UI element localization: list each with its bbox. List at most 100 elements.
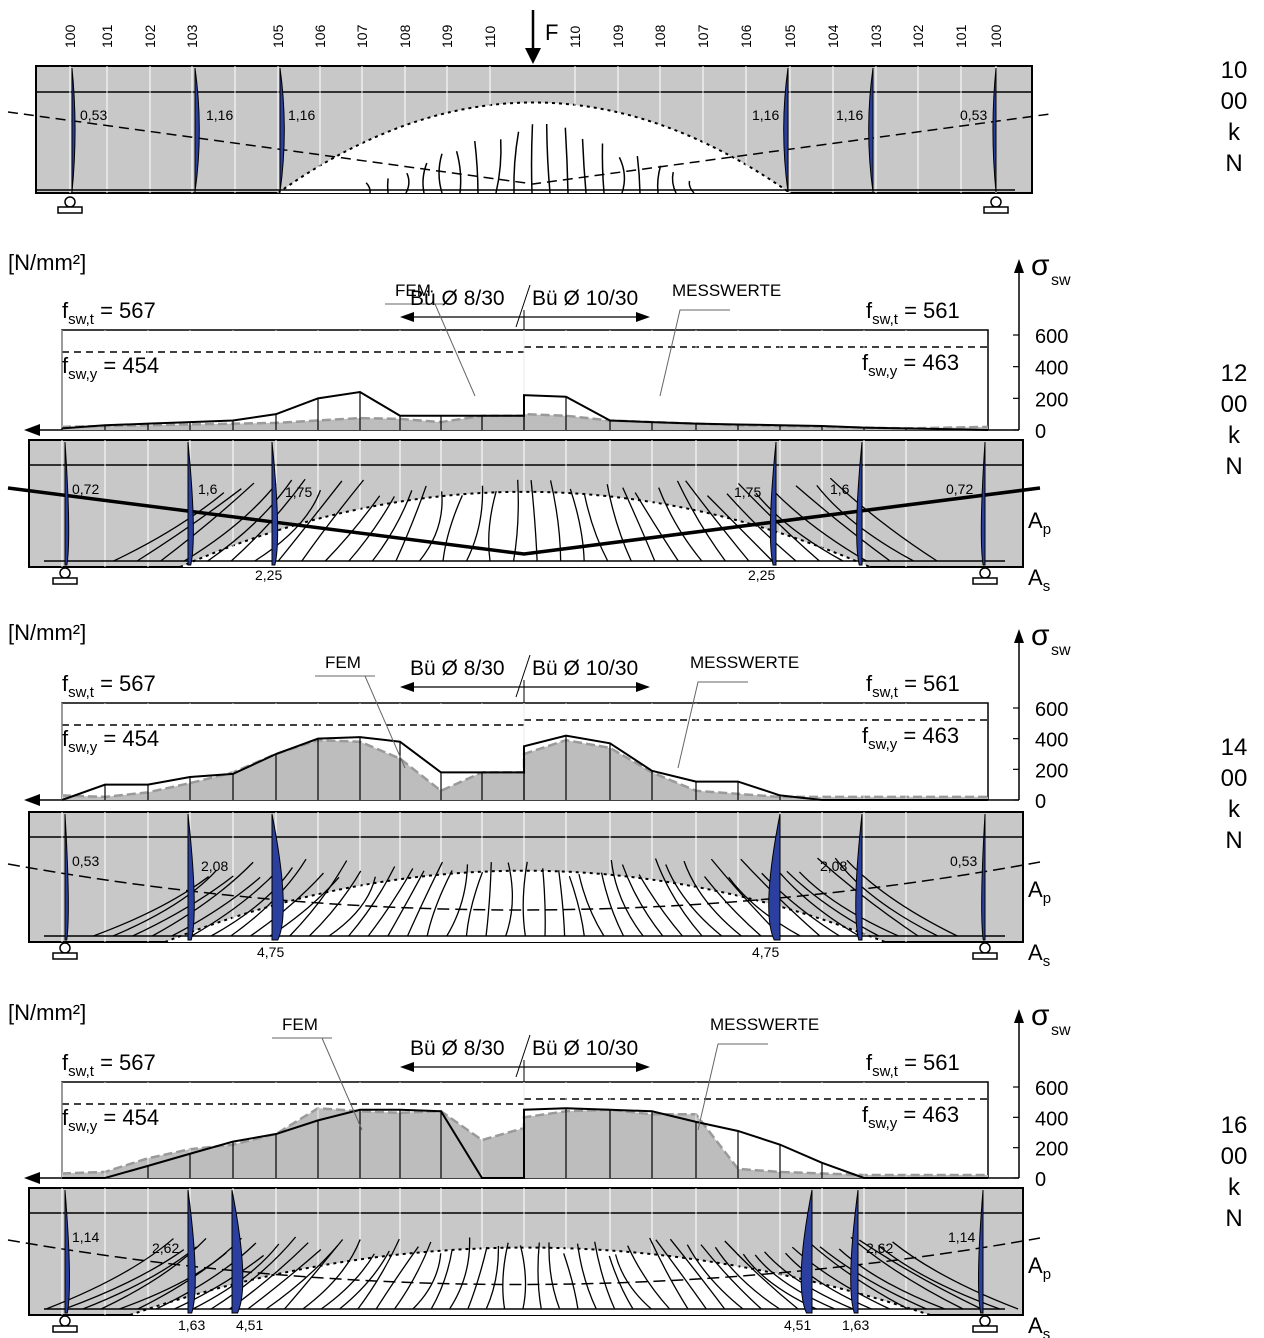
crack-line — [302, 1239, 361, 1310]
crack-line — [791, 1246, 890, 1310]
crack-line — [406, 861, 443, 937]
crack-line — [819, 1246, 927, 1310]
crack-line — [277, 480, 343, 562]
strain-distribution — [64, 441, 70, 566]
load-label-line: N — [1225, 1205, 1243, 1232]
crack-line — [656, 165, 662, 194]
crack-line — [171, 876, 261, 937]
load-label-line: 10 — [1220, 57, 1248, 84]
sigma-symbol: σ — [1031, 619, 1050, 652]
crack-line — [649, 1237, 689, 1310]
strain-label: 2,08 — [201, 858, 228, 874]
strain-label: 0,53 — [960, 107, 987, 123]
strain-distribution — [64, 1189, 70, 1314]
sigma-symbol: σ — [1031, 249, 1050, 282]
axis-tick-label: 0 — [1035, 1169, 1046, 1191]
crack-line — [375, 1246, 419, 1310]
stirrup-left-label: Bü Ø 8/30 — [410, 287, 505, 310]
stirrup-number: 100 — [988, 24, 1004, 48]
stirrup-span-arrow — [636, 1062, 650, 1072]
crack-line — [174, 1254, 265, 1310]
baseline-arrow — [24, 424, 40, 436]
crack-line — [600, 872, 625, 937]
crack-line — [495, 139, 502, 194]
unit-label: [N/mm²] — [8, 250, 86, 275]
fsw-t-left-label: fsw,t = 567 — [62, 298, 156, 328]
stirrup-number: 105 — [782, 24, 798, 48]
crack-line — [320, 1253, 375, 1310]
support-roller — [979, 567, 991, 579]
cracked-zone-boundary — [277, 101, 791, 194]
unit-label: [N/mm²] — [8, 620, 86, 645]
strain-label: 1,75 — [285, 484, 312, 500]
stress-panel-1 — [24, 259, 1024, 436]
crack-line — [671, 171, 677, 194]
crack-line — [703, 876, 762, 937]
measured-leader — [677, 681, 748, 769]
axis-tick-label: 400 — [1035, 358, 1068, 380]
crack-line — [160, 482, 255, 562]
support-plate — [52, 952, 78, 960]
crack-line — [638, 874, 683, 937]
crack-line — [618, 156, 626, 194]
crack-line — [426, 870, 453, 937]
crack-line — [726, 493, 797, 562]
crack-line — [155, 1242, 257, 1310]
unit-label: [N/mm²] — [8, 1000, 86, 1025]
strain-label: 2,62 — [866, 1240, 893, 1256]
cracked-zone — [180, 491, 870, 567]
strain-distribution — [981, 813, 986, 941]
crack-line — [606, 484, 632, 562]
support-roller — [979, 1315, 991, 1327]
fem-leader — [434, 303, 476, 397]
crack-line — [412, 1253, 442, 1310]
baseline-arrow — [24, 1172, 40, 1184]
support-roller — [979, 942, 991, 954]
stirrup-divider — [515, 284, 531, 328]
crack-line — [485, 862, 492, 937]
crack-line — [829, 477, 938, 562]
crack-line — [485, 1246, 500, 1310]
load-label-line: 12 — [1220, 360, 1248, 387]
crack-line — [775, 867, 860, 937]
axis-tick-label: 0 — [1035, 791, 1046, 813]
strain-distribution — [231, 1189, 244, 1314]
fem-label: FEM — [282, 1015, 318, 1034]
stirrup-left-label: Bü Ø 8/30 — [410, 1037, 505, 1060]
force-label: F — [545, 20, 558, 45]
crack-line — [686, 1244, 744, 1310]
stirrup-span-arrow — [400, 312, 414, 322]
crack-line — [601, 143, 605, 194]
stirrup-right-label: Bü Ø 10/30 — [532, 287, 638, 310]
crack-line — [328, 876, 376, 937]
strain-label: 1,16 — [836, 107, 863, 123]
strain-label: 1,16 — [206, 107, 233, 123]
crack-line — [530, 480, 538, 562]
crack-line — [583, 493, 609, 562]
sigma-axis-arrow — [1014, 1009, 1024, 1023]
fem-leader — [364, 675, 406, 769]
crack-line — [449, 1237, 471, 1310]
crack-line — [442, 495, 463, 562]
axis-tick-label: 600 — [1035, 699, 1068, 721]
crack-line — [455, 150, 462, 194]
fsw-t-right-label: fsw,t = 561 — [866, 298, 960, 328]
strain-distribution — [980, 441, 986, 566]
strain-label: 0,53 — [80, 107, 107, 123]
strain-label: 1,63 — [178, 1317, 205, 1333]
strain-label: 1,14 — [948, 1229, 975, 1245]
stirrup-number: 109 — [610, 24, 626, 48]
load-label-line: k — [1228, 796, 1240, 823]
strain-distribution — [868, 67, 874, 193]
cracked-zone — [278, 102, 790, 193]
stirrup-number: 101 — [953, 24, 969, 48]
crack-line — [608, 1255, 634, 1310]
strain-label: 1,63 — [842, 1317, 869, 1333]
crack-line — [467, 1246, 488, 1310]
crack-line — [348, 866, 396, 937]
crack-line — [502, 1242, 509, 1310]
load-label-line: 00 — [1220, 88, 1248, 115]
strain-distribution — [850, 1189, 859, 1314]
support-roller — [64, 196, 76, 208]
force-arrow-head — [525, 48, 541, 64]
